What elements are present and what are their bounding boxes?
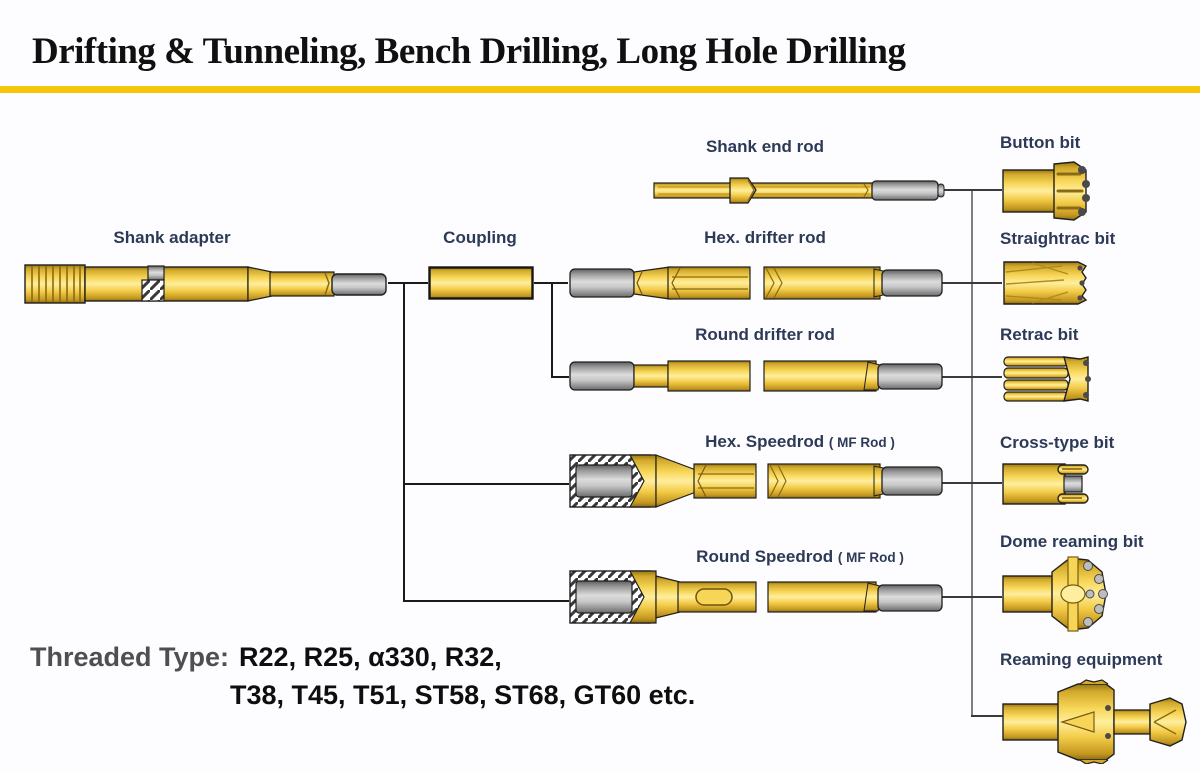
label-straightrac-bit: Straightrac bit — [1000, 229, 1116, 248]
reaming-equipment-drawing — [1002, 678, 1194, 764]
connector-tick — [942, 376, 1002, 378]
label-shank-adapter: Shank adapter — [113, 228, 231, 247]
connector-line — [551, 282, 553, 378]
page-title: Drifting & Tunneling, Bench Drilling, Lo… — [32, 31, 906, 72]
label-hex-speedrod: Hex. Speedrod ( MF Rod ) — [705, 432, 895, 452]
label-hex-speedrod-main: Hex. Speedrod — [705, 432, 825, 451]
connector-trunk — [971, 189, 973, 717]
retrac-bit-drawing — [1002, 355, 1094, 403]
button-bit-drawing — [1002, 160, 1094, 222]
connector-tick — [971, 715, 1003, 717]
threaded-type-text: Threaded Type: R22, R25, α330, R32, T38, … — [30, 638, 695, 715]
connector-tick — [942, 482, 1002, 484]
shank-end-rod-drawing — [652, 172, 948, 208]
label-cross-type-bit: Cross-type bit — [1000, 433, 1115, 452]
connector-tick — [940, 189, 1002, 191]
label-round-drifter-rod: Round drifter rod — [695, 325, 835, 344]
straightrac-bit-drawing — [1002, 258, 1094, 308]
hex-drifter-rod-drawing — [568, 260, 946, 306]
label-round-speedrod: Round Speedrod ( MF Rod ) — [696, 547, 904, 567]
label-retrac-bit: Retrac bit — [1000, 325, 1079, 344]
threaded-values-1: R22, R25, α330, R32, — [239, 642, 502, 672]
hex-speedrod-drawing — [568, 452, 946, 510]
connector-line — [388, 282, 428, 284]
label-button-bit: Button bit — [1000, 133, 1081, 152]
threaded-prefix: Threaded Type: — [30, 642, 230, 672]
accent-rule — [0, 86, 1200, 93]
connector-tick — [942, 282, 1002, 284]
connector-tick — [942, 596, 1002, 598]
connector-line — [551, 376, 569, 378]
coupling-drawing — [428, 266, 534, 300]
label-shank-end-rod: Shank end rod — [705, 137, 825, 156]
cross-type-bit-drawing — [1002, 460, 1092, 508]
connector-line — [403, 600, 569, 602]
label-hex-speedrod-suffix: ( MF Rod ) — [828, 435, 895, 450]
round-speedrod-drawing — [568, 568, 946, 626]
label-dome-reaming-bit: Dome reaming bit — [1000, 532, 1144, 551]
label-hex-drifter-rod: Hex. drifter rod — [704, 228, 826, 247]
label-round-speedrod-suffix: ( MF Rod ) — [837, 550, 904, 565]
label-round-speedrod-main: Round Speedrod — [696, 547, 834, 566]
dome-reaming-bit-drawing — [1002, 552, 1110, 636]
label-reaming-equipment: Reaming equipment — [1000, 650, 1163, 669]
threaded-line-1: Threaded Type: R22, R25, α330, R32, — [30, 638, 695, 676]
connector-line — [403, 282, 405, 602]
threaded-line-2: T38, T45, T51, ST58, ST68, GT60 etc. — [230, 680, 696, 711]
round-drifter-rod-drawing — [568, 353, 946, 399]
connector-line — [403, 483, 569, 485]
label-coupling: Coupling — [443, 228, 517, 247]
shank-adapter-drawing — [20, 260, 390, 308]
